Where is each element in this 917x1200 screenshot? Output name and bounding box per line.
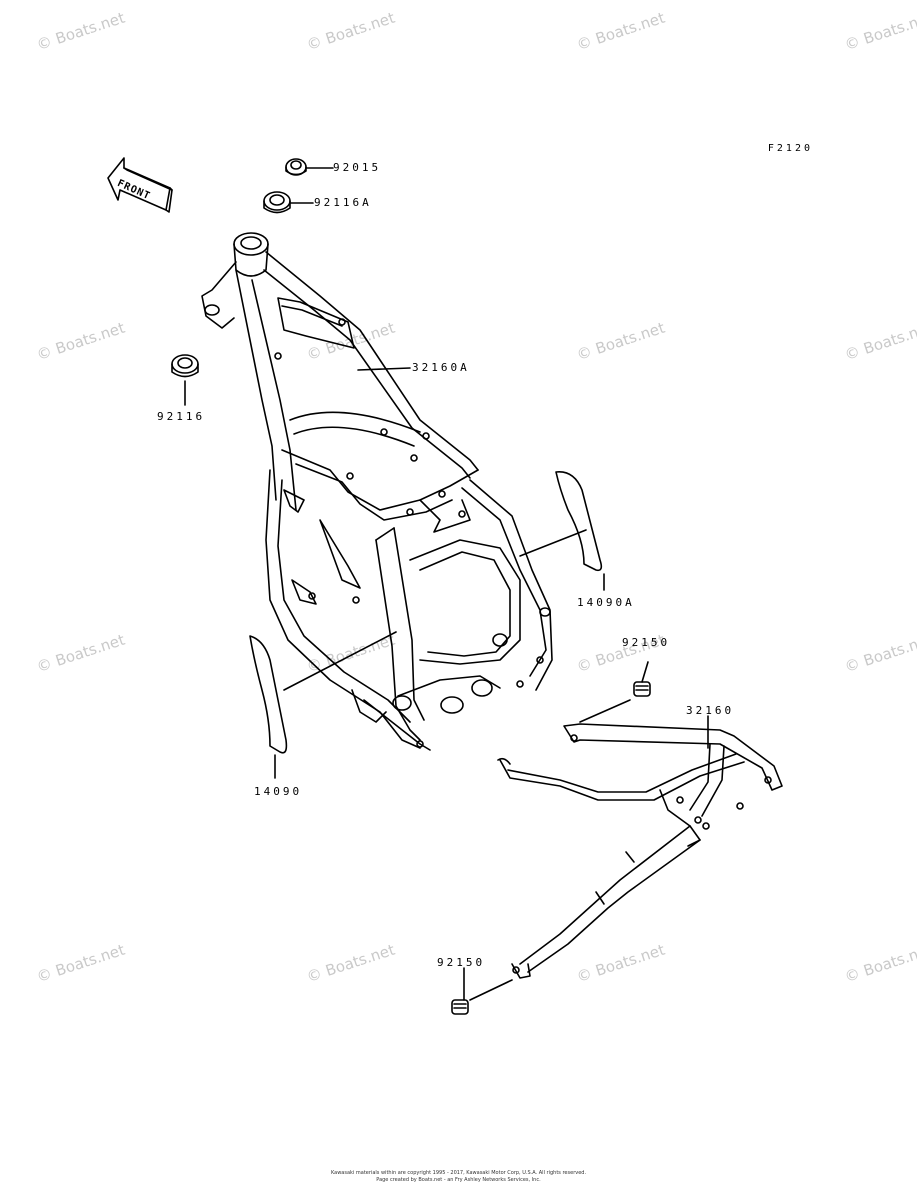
bolt-92150-lower xyxy=(451,967,513,1015)
part-label-32160a[interactable]: 32160A xyxy=(412,361,470,374)
part-label-92150-upper[interactable]: 92150 xyxy=(622,636,671,649)
part-label-32160[interactable]: 32160 xyxy=(686,704,735,717)
part-label-92116a[interactable]: 92116A xyxy=(314,196,372,209)
front-arrow-icon xyxy=(107,157,173,213)
bearing-92116 xyxy=(171,354,199,406)
cover-14090a xyxy=(519,471,605,591)
cover-14090 xyxy=(249,631,397,779)
nut-92015 xyxy=(285,158,334,176)
part-label-92150-lower[interactable]: 92150 xyxy=(437,956,486,969)
main-frame-32160a xyxy=(201,232,553,751)
part-label-14090a[interactable]: 14090A xyxy=(577,596,635,609)
part-label-14090[interactable]: 14090 xyxy=(254,785,303,798)
diagram-code: F2120 xyxy=(767,143,813,154)
bearing-92116a xyxy=(263,191,314,214)
bolt-92150-upper xyxy=(579,661,651,723)
part-label-92015[interactable]: 92015 xyxy=(333,161,382,174)
sub-frame-32160 xyxy=(497,715,783,979)
copyright-line-2: Page created by Boats.net - an Fry Ashle… xyxy=(376,1177,541,1183)
copyright-line-1: Kawasaki materials within are copyright … xyxy=(330,1170,587,1176)
part-label-92116[interactable]: 92116 xyxy=(157,410,206,423)
